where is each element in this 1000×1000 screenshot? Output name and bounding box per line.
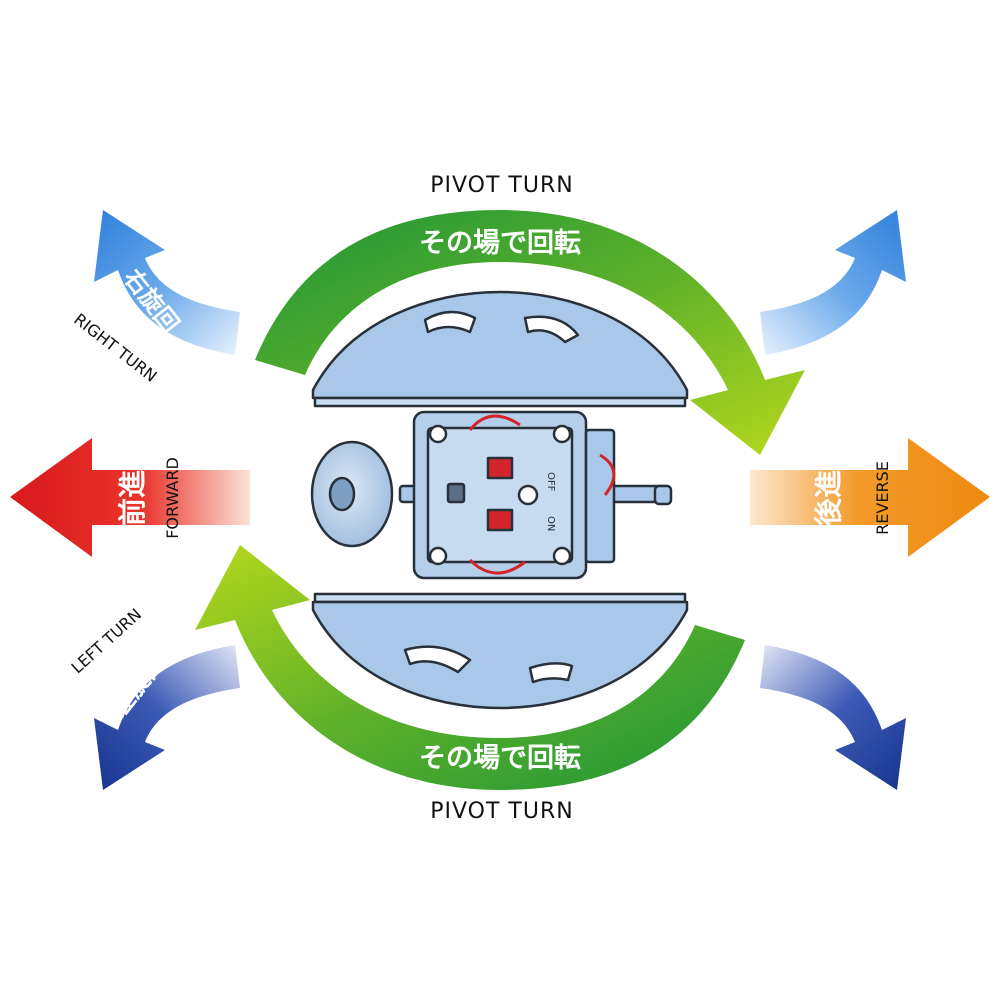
pivot-bottom-jp: その場で回転 — [419, 743, 581, 774]
left-turn-arrow — [94, 645, 240, 790]
slot-bottom-left — [403, 645, 472, 674]
reverse-arrow — [750, 438, 990, 557]
switch-off-label: OFF — [545, 472, 556, 492]
slot-top-right — [523, 315, 580, 344]
pivot-ring — [195, 210, 805, 790]
reverse-left-arrow — [760, 645, 906, 790]
power-switch — [446, 482, 466, 504]
robot-lower-plate — [311, 600, 689, 710]
reverse-en: REVERSE — [873, 461, 892, 535]
forward-en: FORWARD — [163, 457, 182, 539]
right-turn-arrow — [94, 210, 240, 355]
robot-upper-plate — [311, 290, 689, 400]
forward-jp: 前進 — [116, 470, 149, 526]
pivot-bottom-en: PIVOT TURN — [430, 799, 573, 824]
pivot-arrow-top — [255, 210, 805, 455]
caster-hub — [328, 476, 356, 512]
slot-bottom-right — [528, 662, 574, 684]
robot — [310, 290, 689, 710]
reverse-jp: 後進 — [812, 470, 845, 526]
pivot-top-jp: その場で回転 — [419, 228, 581, 259]
forward-arrow — [10, 438, 250, 557]
pivot-top-en: PIVOT TURN — [430, 173, 573, 198]
switch-on-label: ON — [545, 516, 556, 531]
pivot-arrow-bottom — [195, 545, 745, 790]
reverse-right-arrow — [760, 210, 906, 355]
motor-unit — [584, 428, 616, 564]
right-turn-en: RIGHT TURN — [70, 309, 160, 385]
slot-top-left — [423, 310, 477, 334]
